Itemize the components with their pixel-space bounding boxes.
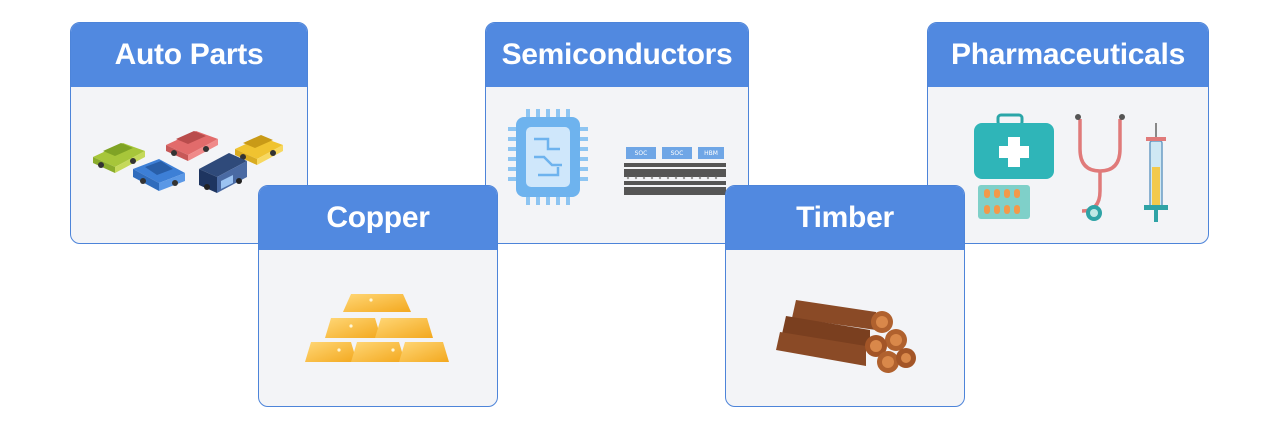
card-title-copper: Copper bbox=[259, 186, 497, 250]
card-title-pharmaceuticals: Pharmaceuticals bbox=[928, 23, 1208, 87]
hbm-label: HBM bbox=[704, 150, 718, 157]
card-copper: Copper bbox=[258, 185, 498, 407]
card-body-auto-parts bbox=[71, 87, 307, 243]
chip-icon: SOC SOC HBM bbox=[508, 109, 726, 205]
medical-kit-icon bbox=[974, 113, 1168, 222]
card-body-timber bbox=[726, 250, 964, 406]
soc-label-1: SOC bbox=[635, 150, 648, 157]
copper-bars-icon bbox=[305, 294, 449, 362]
card-body-pharmaceuticals bbox=[928, 87, 1208, 243]
card-timber: Timber bbox=[725, 185, 965, 407]
card-auto-parts: Auto Parts bbox=[70, 22, 308, 244]
card-title-timber: Timber bbox=[726, 186, 964, 250]
card-title-semiconductors: Semiconductors bbox=[486, 23, 748, 87]
card-body-semiconductors: SOC SOC HBM bbox=[486, 87, 748, 243]
card-pharmaceuticals: Pharmaceuticals bbox=[927, 22, 1209, 244]
card-body-copper bbox=[259, 250, 497, 406]
cars-icon bbox=[93, 131, 283, 193]
logs-icon bbox=[776, 300, 916, 373]
card-title-auto-parts: Auto Parts bbox=[71, 23, 307, 87]
soc-label-2: SOC bbox=[671, 150, 684, 157]
card-semiconductors: Semiconductors SOC SOC HBM bbox=[485, 22, 749, 244]
